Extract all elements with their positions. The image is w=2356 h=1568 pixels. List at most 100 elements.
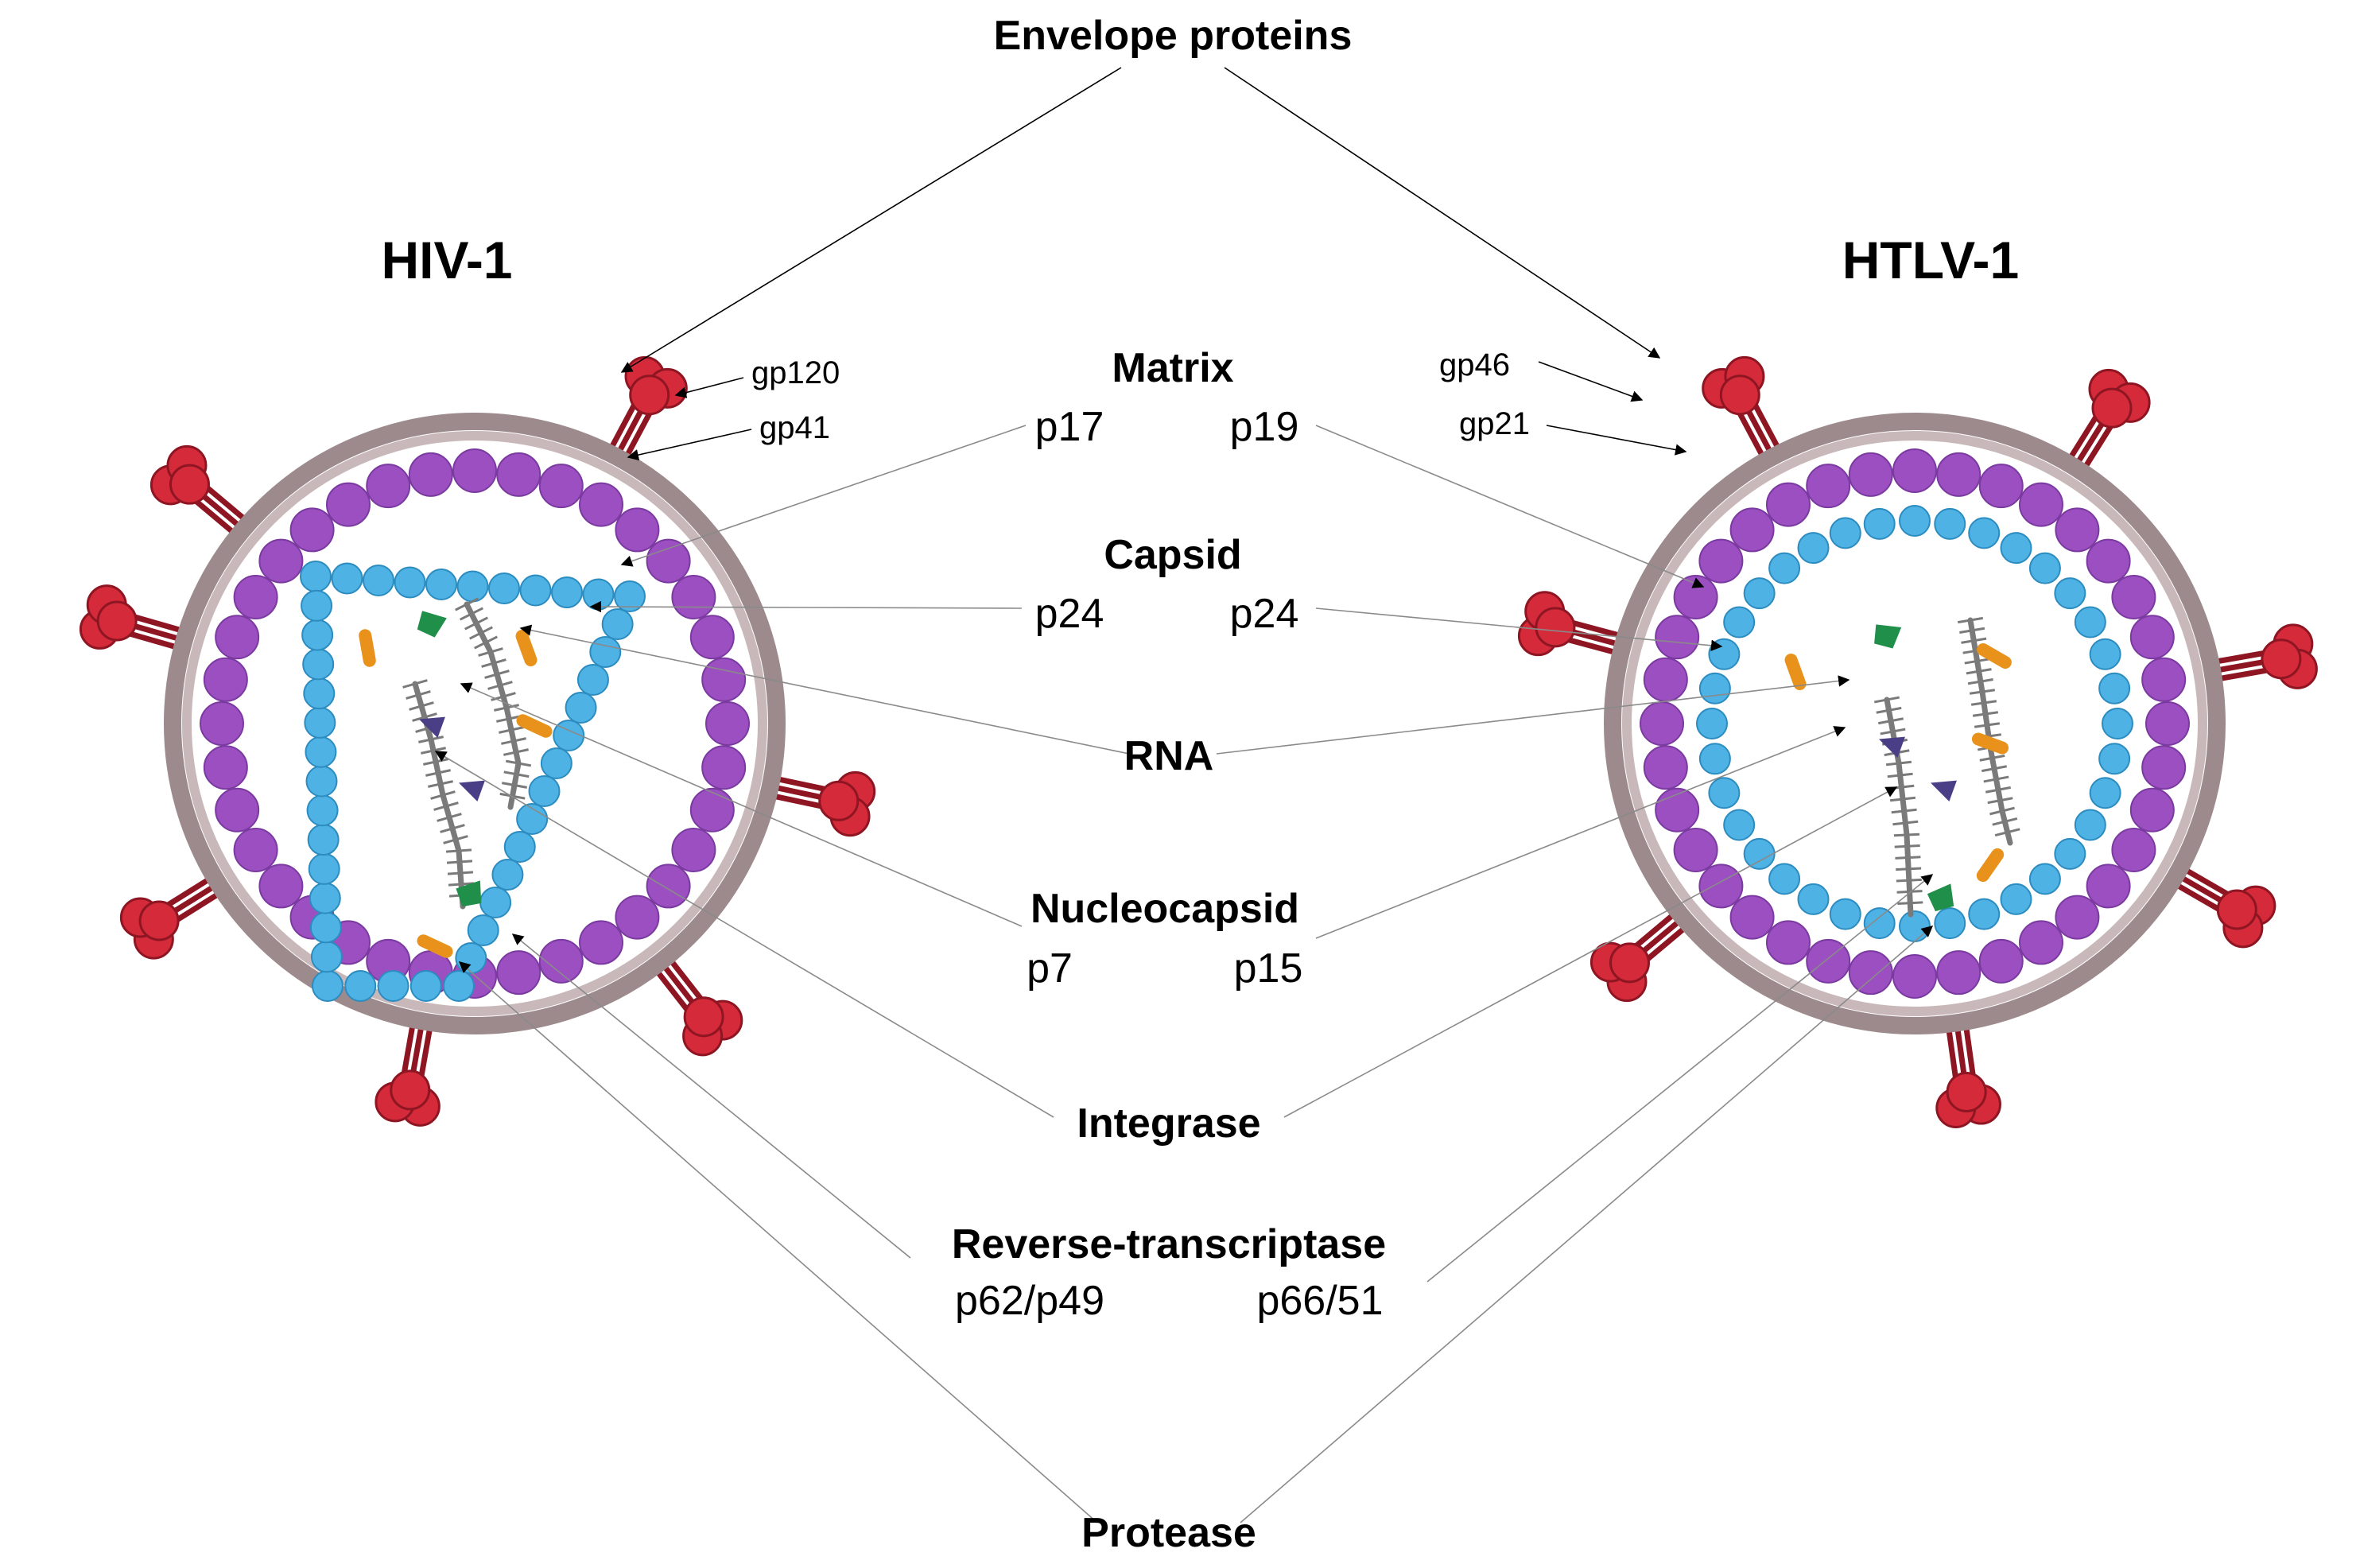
rna-arrow-hiv	[519, 624, 1130, 755]
envelope-arrow-htlv	[1224, 67, 1661, 359]
reverse-transcriptase-label: Reverse-transcriptase	[952, 1221, 1386, 1267]
matrix-protein-icon	[1698, 864, 1744, 909]
capsid-protein-icon	[425, 569, 457, 600]
capsid-protein-icon	[576, 664, 609, 696]
capsid-protein-icon	[2054, 577, 2086, 610]
matrix-protein-icon	[615, 507, 660, 553]
capsid-protein-icon	[303, 677, 336, 710]
matrix-protein-icon	[2019, 482, 2063, 527]
capsid-protein-icon	[1797, 883, 1830, 915]
capsid-protein-icon	[309, 882, 341, 914]
capsid-protein-icon	[1968, 517, 2001, 549]
protease-icon	[1971, 732, 2009, 755]
capsid-protein-icon	[516, 803, 549, 835]
matrix-protein-icon	[1698, 538, 1744, 584]
hiv1-title: HIV-1	[381, 231, 512, 289]
matrix-protein-icon	[233, 575, 278, 619]
capsid-protein-icon	[409, 970, 442, 1002]
matrix-protein-icon	[538, 938, 584, 984]
nucleocapsid-htlv-value: p15	[1234, 945, 1303, 992]
matrix-protein-icon	[2111, 575, 2156, 619]
matrix-protein-icon	[452, 448, 497, 493]
matrix-protein-icon	[258, 538, 304, 584]
htlv1-title: HTLV-1	[1842, 231, 2019, 289]
capsid-protein-icon	[2028, 552, 2061, 584]
matrix-arrow-htlv	[1315, 425, 1705, 588]
matrix-protein-icon	[1655, 615, 1700, 660]
capsid-protein-icon	[1797, 532, 1830, 565]
capsid-protein-icon	[301, 619, 334, 651]
capsid-protein-icon	[304, 706, 336, 739]
matrix-protein-icon	[1978, 464, 2024, 509]
capsid-protein-icon	[540, 747, 573, 779]
capsid-protein-icon	[305, 735, 337, 768]
matrix-protein-icon	[1978, 938, 2024, 984]
matrix-protein-icon	[1848, 452, 1893, 497]
reverse-transcriptase-icon	[1878, 736, 1905, 758]
capsid-protein-icon	[301, 589, 333, 622]
nucleocapsid-hiv-value: p7	[1027, 945, 1073, 992]
envelope-spike-icon	[79, 584, 199, 654]
matrix-protein-icon	[2086, 538, 2131, 584]
envelope-spike-icon	[1589, 902, 1699, 1003]
integrase-icon	[1874, 624, 1902, 649]
matrix-protein-icon	[701, 745, 747, 790]
capsid-protein-icon	[1829, 517, 1861, 549]
capsid-protein-icon	[1708, 777, 1741, 809]
capsid-protein-icon	[455, 942, 487, 974]
rt-arrow-hiv	[511, 933, 911, 1259]
gp120-label: gp120	[751, 355, 840, 390]
lipid-membrane-inner	[1622, 431, 2207, 1016]
reverse-transcriptase-icon	[458, 780, 485, 801]
capsid-protein-icon	[305, 765, 338, 798]
capsid-protein-icon	[2074, 809, 2106, 841]
capsid-protein-icon	[331, 562, 363, 595]
capsid-protein-icon	[1899, 910, 1931, 942]
matrix-protein-icon	[326, 482, 371, 527]
capsid-protein-icon	[363, 565, 394, 596]
matrix-protein-icon	[646, 864, 691, 909]
capsid-protein-icon	[2089, 777, 2121, 809]
matrix-protein-icon	[615, 895, 660, 940]
capsid-arrow-hiv	[589, 600, 1023, 613]
capsid-protein-icon	[309, 911, 342, 944]
matrix-protein-icon	[2141, 745, 2187, 790]
matrix-protein-icon	[2145, 701, 2190, 746]
protease-icon	[1784, 653, 1807, 691]
capsid-protein-icon	[503, 831, 536, 863]
protease-icon	[359, 629, 376, 667]
matrix-protein-icon	[538, 464, 584, 509]
capsid-protein-icon	[302, 648, 335, 681]
rna-strand-icon	[455, 597, 532, 810]
capsid-protein-icon	[528, 775, 561, 807]
reverse-transcriptase-icon	[418, 716, 445, 738]
reverse-transcriptase-icon	[1930, 780, 1957, 801]
nucleocapsid-label: Nucleocapsid	[1031, 886, 1299, 932]
capsid-protein-icon	[2098, 672, 2131, 704]
capsid-protein-icon	[2102, 708, 2133, 739]
capsid-protein-icon	[1934, 907, 1966, 940]
capsid-htlv-value: p24	[1230, 591, 1299, 637]
matrix-protein-icon	[2129, 615, 2175, 660]
capsid-protein-icon	[1863, 507, 1896, 540]
capsid-protein-icon	[488, 572, 520, 604]
capsid-protein-icon	[377, 970, 409, 1002]
matrix-protein-icon	[1806, 464, 1851, 509]
capsid-protein-icon	[2000, 532, 2032, 565]
matrix-protein-icon	[200, 701, 244, 746]
htlv1-virion	[1517, 355, 2318, 1128]
matrix-protein-icon	[1729, 895, 1775, 940]
capsid-protein-icon	[306, 794, 339, 827]
capsid-arrow-htlv	[1315, 607, 1723, 651]
capsid-protein-icon	[1768, 552, 1801, 584]
integrase-label: Integrase	[1077, 1100, 1260, 1147]
matrix-protein-icon	[2129, 787, 2175, 833]
matrix-htlv-value: p19	[1230, 404, 1299, 450]
capsid-protein-icon	[1723, 606, 1756, 638]
capsid-protein-icon	[1968, 898, 2001, 930]
integrase-icon	[417, 611, 447, 638]
matrix-protein-icon	[1936, 452, 1981, 497]
gp21-arrow	[1546, 425, 1687, 456]
envelope-arrow-hiv	[620, 67, 1122, 373]
capsid-protein-icon	[1723, 809, 1756, 841]
